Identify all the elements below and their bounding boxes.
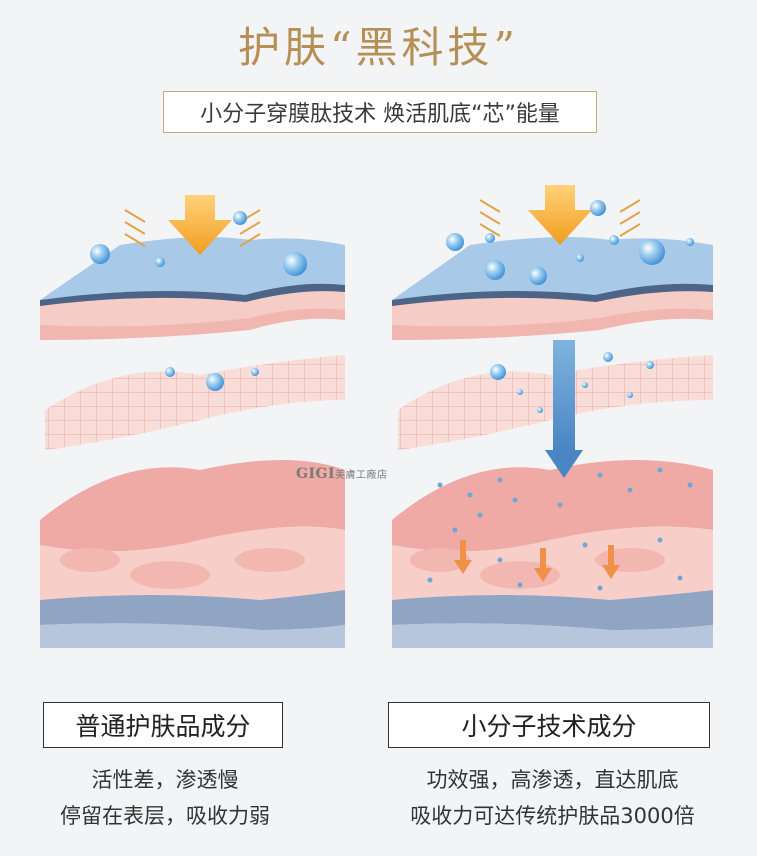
left-desc-line2: 停留在表层，吸收力弱 <box>60 804 270 828</box>
brand-watermark: GIGI美膚工廠店 <box>296 466 388 482</box>
subtitle-text: 小分子穿膜肽技术 焕活肌底“芯”能量 <box>200 102 560 127</box>
subtitle-banner: 小分子穿膜肽技术 焕活肌底“芯”能量 <box>163 91 597 133</box>
left-label-box: 普通护肤品成分 <box>43 702 283 748</box>
right-label-box: 小分子技术成分 <box>388 702 710 748</box>
watermark-brand: GIGI <box>296 466 336 482</box>
skin-layers-illustration <box>40 185 713 648</box>
left-description: 活性差，渗透慢 停留在表层，吸收力弱 <box>20 762 310 834</box>
left-desc-line1: 活性差，渗透慢 <box>91 768 239 792</box>
watermark-suffix: 美膚工廠店 <box>335 470 388 481</box>
left-label: 普通护肤品成分 <box>75 712 251 741</box>
left-skin-diagram <box>40 195 345 648</box>
right-skin-diagram <box>392 185 713 648</box>
right-desc-line2: 吸收力可达传统护肤品3000倍 <box>410 804 695 828</box>
page-title: 护肤“黑科技” <box>238 23 519 72</box>
right-description: 功效强，高渗透，直达肌底 吸收力可达传统护肤品3000倍 <box>380 762 725 834</box>
right-label: 小分子技术成分 <box>461 712 637 741</box>
right-desc-line1: 功效强，高渗透，直达肌底 <box>426 768 679 792</box>
